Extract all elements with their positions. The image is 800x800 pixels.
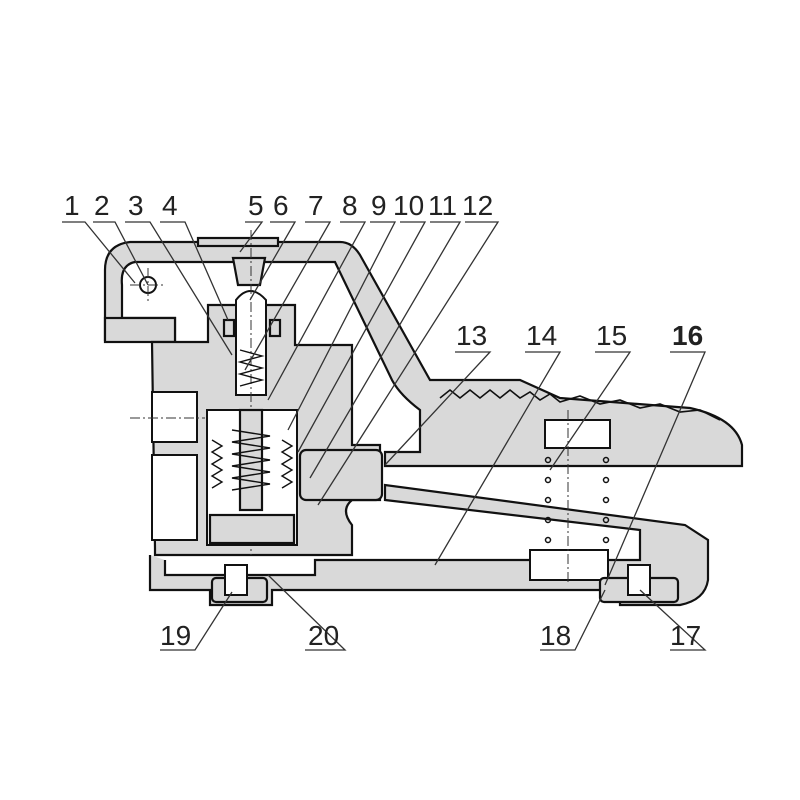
- base-pocket: [529, 549, 609, 581]
- screw-right: [627, 564, 651, 596]
- screw-left: [224, 564, 248, 596]
- valve-stem: [238, 408, 264, 512]
- pedal-pocket: [544, 419, 611, 449]
- port-lower: [151, 454, 198, 541]
- callout-6: 6: [273, 190, 289, 221]
- seal-right: [268, 318, 282, 338]
- callout-14: 14: [526, 320, 557, 351]
- pedal-cap: [196, 236, 280, 248]
- leader-lines: [62, 221, 707, 651]
- callout-10: 10: [393, 190, 424, 221]
- callout-7: 7: [308, 190, 324, 221]
- spring-outer-left: [210, 439, 224, 489]
- callout-11: 11: [428, 190, 457, 221]
- callout-3: 3: [128, 190, 144, 221]
- plunger-pad: [231, 256, 267, 287]
- side-fitting: [298, 448, 384, 502]
- callout-18: 18: [540, 620, 571, 651]
- seal-left: [222, 318, 236, 338]
- hinge-block: [103, 316, 177, 344]
- spring-upper: [237, 349, 265, 387]
- callout-20: 20: [308, 620, 339, 651]
- callout-1: 1: [64, 190, 80, 221]
- callout-12: 12: [462, 190, 493, 221]
- callout-8: 8: [342, 190, 358, 221]
- callout-5: 5: [248, 190, 264, 221]
- pedal-grip: [439, 388, 721, 421]
- callout-4: 4: [162, 190, 178, 221]
- return-spring: [544, 456, 610, 544]
- spring-outer-right: [280, 439, 294, 489]
- callout-13: 13: [456, 320, 487, 351]
- spring-inner: [231, 429, 271, 491]
- callout-17: 17: [670, 620, 701, 651]
- callout-15: 15: [596, 320, 627, 351]
- callout-2: 2: [94, 190, 110, 221]
- callout-9: 9: [371, 190, 387, 221]
- port-left: [151, 391, 198, 443]
- callout-16: 16: [672, 320, 703, 351]
- valve-seat: [208, 513, 296, 545]
- callout-19: 19: [160, 620, 191, 651]
